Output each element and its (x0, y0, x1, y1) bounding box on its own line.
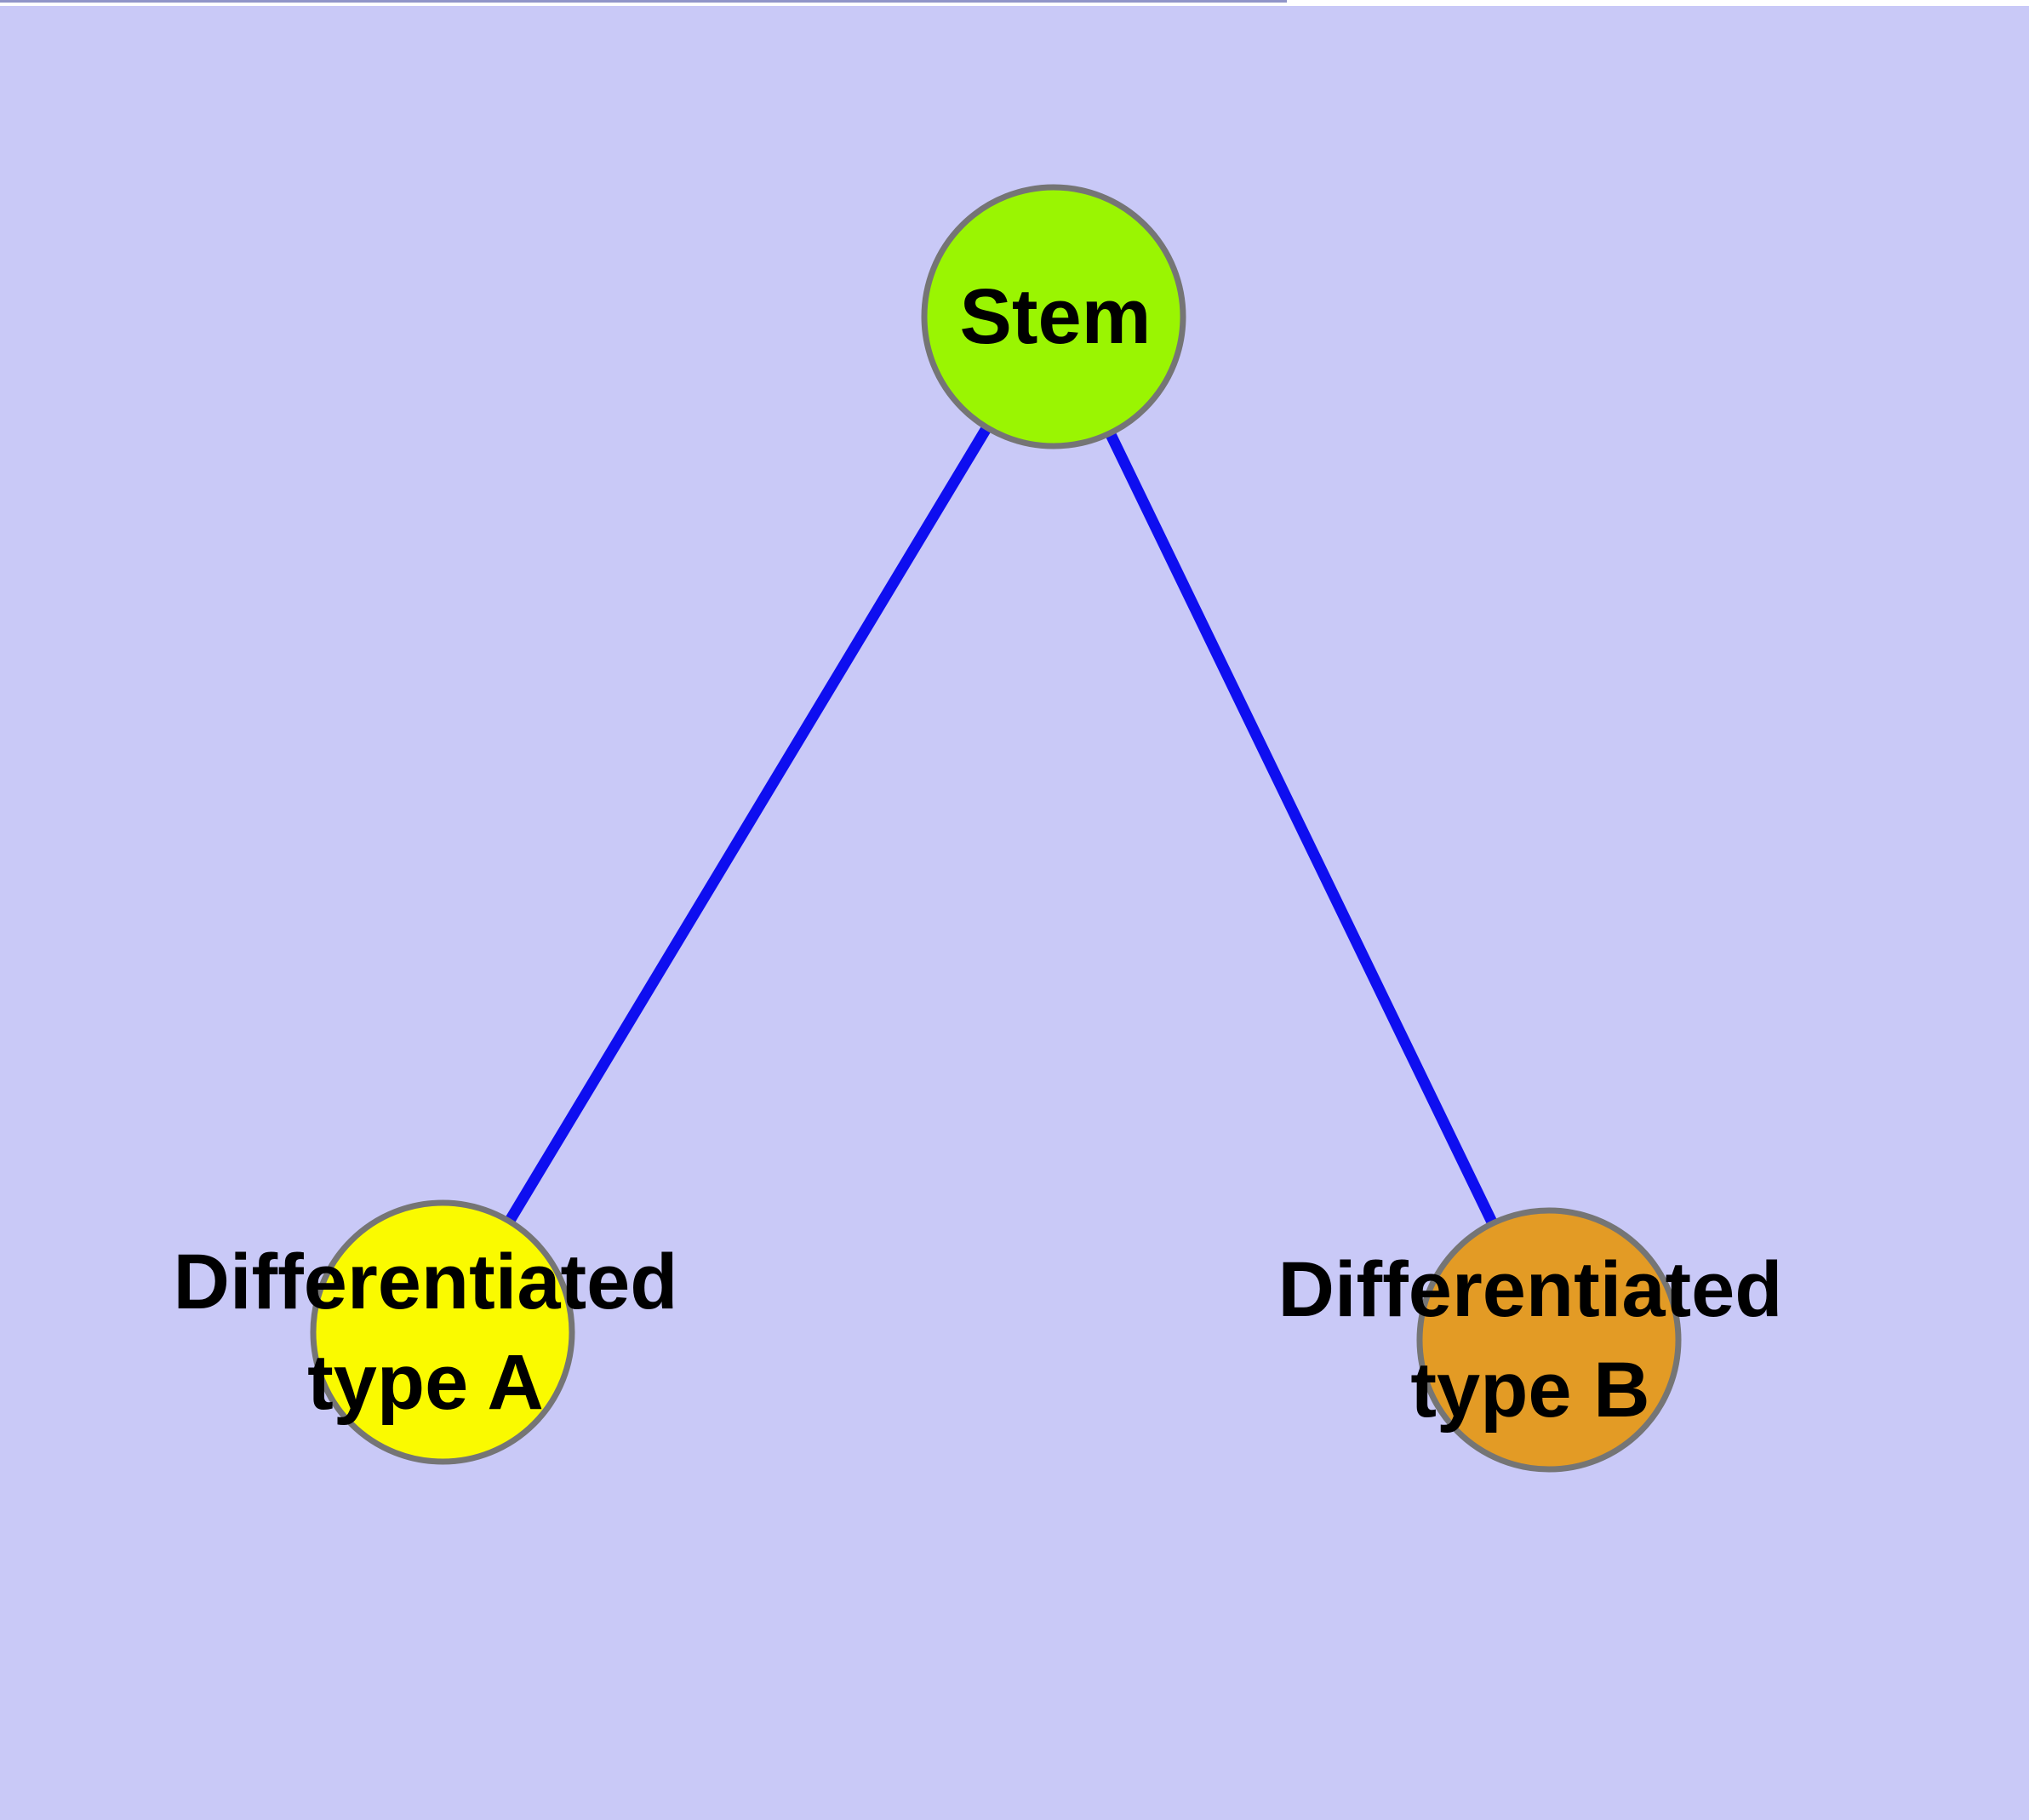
node-stem-label: Stem (960, 266, 1152, 367)
node-stem (921, 184, 1186, 449)
node-differentiated-type-a (310, 1199, 575, 1465)
node-type-b-label: Differentiated type B (1278, 1239, 1783, 1440)
node-type-b-label-line-2: type B (1410, 1347, 1650, 1434)
node-type-a-label: Differentiated type A (174, 1232, 678, 1433)
top-edge-artifact (0, 0, 2029, 6)
node-type-b-label-line-1: Differentiated (1277, 1246, 1783, 1333)
node-type-a-label-line-2: type A (307, 1339, 544, 1426)
node-differentiated-type-b (1416, 1207, 1682, 1473)
edge-stem-to-type-b (1049, 314, 1554, 1342)
node-stem-label-text: Stem (959, 273, 1152, 360)
node-type-a-label-line-1: Differentiated (173, 1239, 678, 1325)
edge-stem-to-type-a (437, 313, 1059, 1336)
top-edge-artifact-line (0, 0, 1287, 3)
